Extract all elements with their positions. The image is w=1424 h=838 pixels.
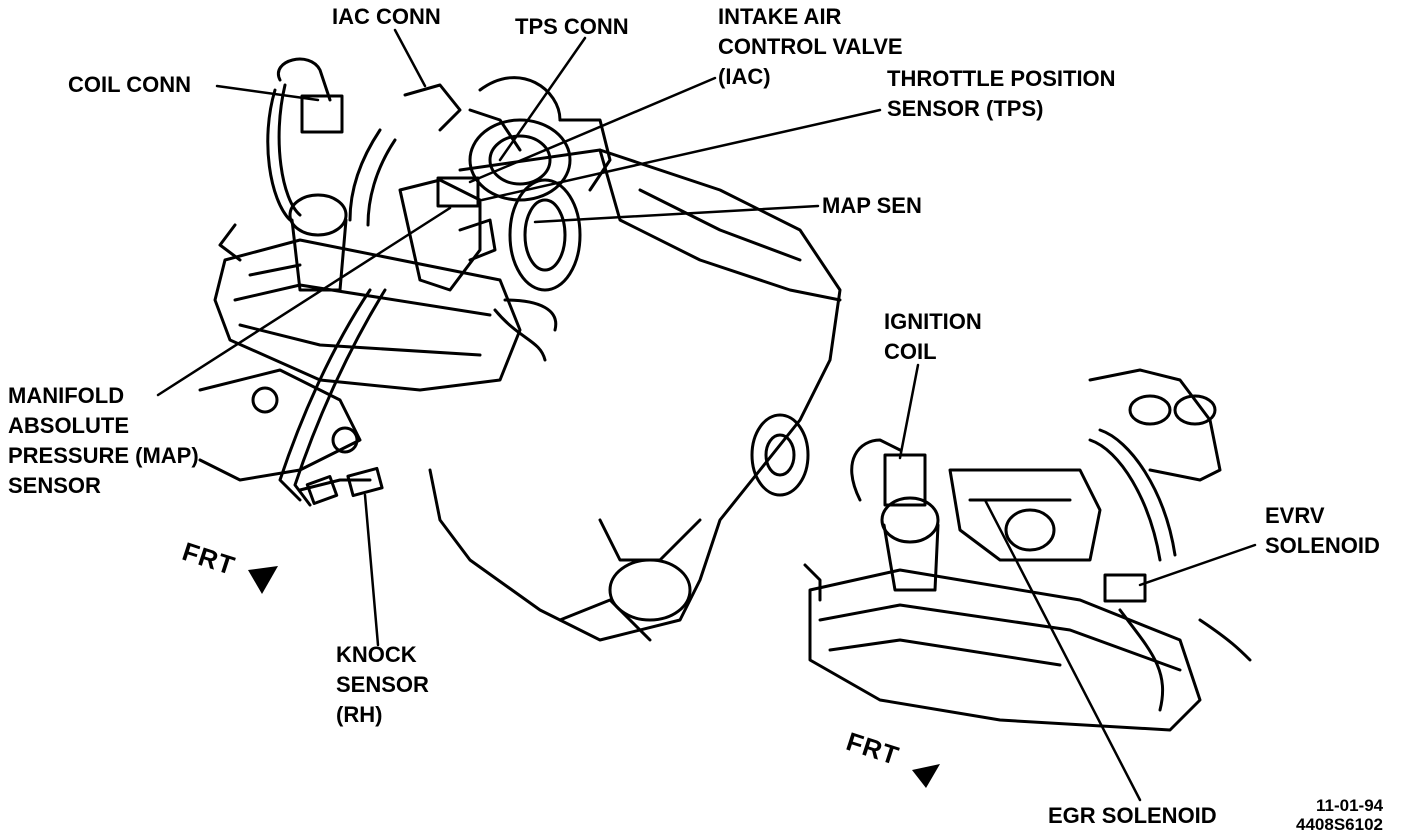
label-tps-line-2: SENSOR (TPS): [887, 96, 1044, 121]
label-evrv-solenoid-line-2: SOLENOID: [1265, 533, 1380, 558]
label-iac-valve-line-2: CONTROL VALVE: [718, 34, 903, 59]
label-iac-valve: INTAKE AIR CONTROL VALVE (IAC): [718, 2, 903, 92]
label-knock-sensor-line-3: (RH): [336, 702, 383, 727]
label-knock-sensor: KNOCK SENSOR (RH): [336, 640, 429, 730]
label-coil-conn: COIL CONN: [68, 72, 192, 97]
label-map-sensor-line-2: ABSOLUTE: [8, 413, 129, 438]
leader-lines: [156, 28, 1257, 802]
label-map-sensor-line-4: SENSOR: [8, 473, 101, 498]
label-knock-sensor-line-1: KNOCK: [336, 642, 417, 667]
label-evrv-solenoid-line-1: EVRV: [1265, 503, 1325, 528]
label-iac-valve-line-3: (IAC): [718, 64, 771, 89]
label-iac-valve-line-1: INTAKE AIR: [718, 4, 842, 29]
label-tps-conn: TPS CONN: [515, 14, 629, 39]
label-knock-sensor-line-2: SENSOR: [336, 672, 429, 697]
label-ignition-coil-line-2: COIL: [884, 339, 937, 364]
label-ignition-coil-line-1: IGNITION: [884, 309, 982, 334]
label-evrv-solenoid: EVRV SOLENOID: [1265, 501, 1380, 561]
label-iac-conn: IAC CONN: [332, 4, 441, 29]
footer-code: 4408S6102: [1296, 815, 1383, 834]
label-ignition-coil: IGNITION COIL: [884, 307, 982, 367]
right-engine-illustration: [803, 368, 1252, 732]
label-map-sensor-line-3: PRESSURE (MAP): [8, 443, 199, 468]
footer-date: 11-01-94: [1316, 796, 1384, 815]
label-map-sensor-line-1: MANIFOLD: [8, 383, 125, 408]
frt-arrow-left: [248, 566, 278, 594]
label-map-sen: MAP SEN: [822, 193, 922, 218]
frt-arrow-right: [912, 764, 940, 788]
label-egr-solenoid: EGR SOLENOID: [1048, 803, 1217, 828]
left-engine-illustration: [198, 57, 842, 642]
label-tps-line-1: THROTTLE POSITION: [887, 66, 1116, 91]
label-tps: THROTTLE POSITION SENSOR (TPS): [887, 64, 1116, 124]
label-map-sensor: MANIFOLD ABSOLUTE PRESSURE (MAP) SENSOR: [8, 381, 199, 501]
